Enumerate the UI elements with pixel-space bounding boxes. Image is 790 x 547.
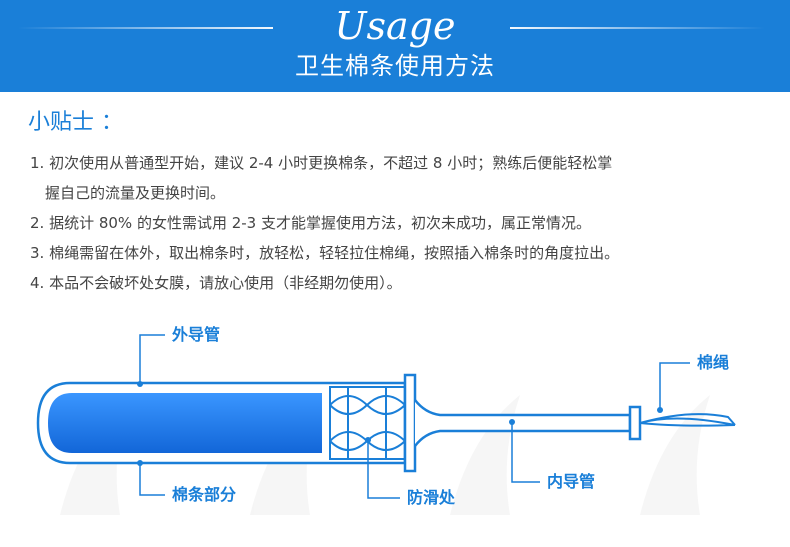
tampon-diagram: 外导管 棉绳 棉条部分 防滑处 内导管 [0,305,790,543]
tips-title: 小贴士 ： [28,110,123,135]
header-banner: Usage 卫生棉条使用方法 [0,0,790,92]
tip-item-1-continued: 握自己的流量及更换时间。 [45,184,226,202]
label-grip: 防滑处 [407,488,456,507]
header-right-line [510,27,765,29]
leader-lines [139,334,690,499]
label-string: 棉绳 [697,353,730,372]
label-tampon-part: 棉条部分 [172,485,237,504]
tips-list: 1. 初次使用从普通型开始，建议 2-4 小时更换棉条，不超过 8 小时；熟练后… [30,148,775,298]
leader-dots [137,381,663,466]
inner-tube-end [628,405,642,441]
tube-flange [403,373,417,473]
tip-item-4: 4. 本品不会破坏处女膜，请放心使用（非经期勿使用）。 [30,274,402,292]
label-inner-tube: 内导管 [547,472,596,491]
header-left-line [18,27,273,29]
tip-item-2: 2. 据统计 80% 的女性需试用 2-3 支才能掌握使用方法，初次未成功，属正… [30,214,591,232]
tip-item-1: 1. 初次使用从普通型开始，建议 2-4 小时更换棉条，不超过 8 小时；熟练后… [30,154,613,172]
tampon-diagram-svg [36,334,736,515]
header-title: Usage [334,4,456,48]
label-outer-tube: 外导管 [172,325,221,344]
string-shape [639,413,736,427]
tip-item-3: 3. 棉绳需留在体外，取出棉条时，放轻松，轻轻拉住棉绳，按照插入棉条时的角度拉出… [30,244,620,262]
inner-tube-shape [414,399,632,447]
tampon-body [48,393,322,453]
header-subtitle: 卫生棉条使用方法 [295,52,495,80]
